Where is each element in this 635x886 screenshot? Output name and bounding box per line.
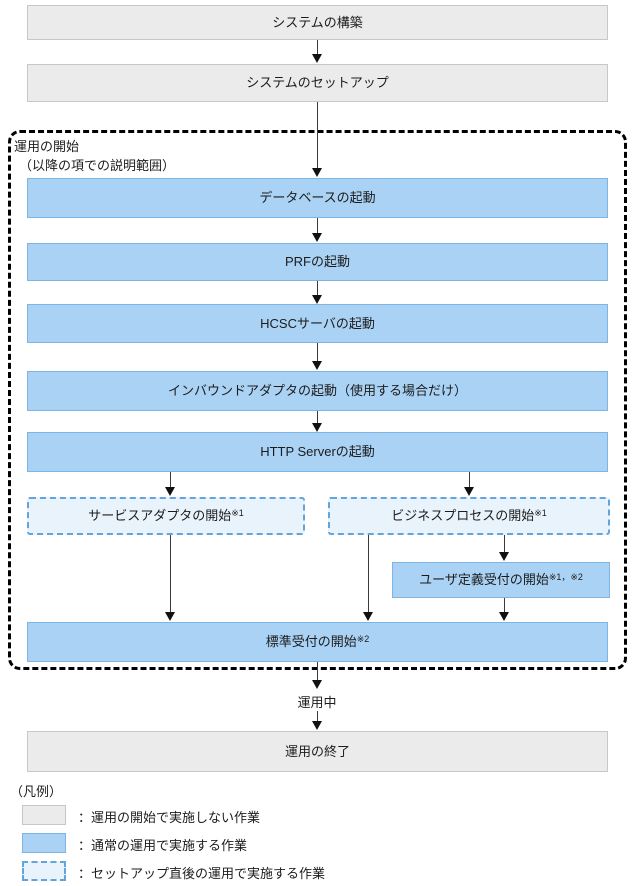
flow-box-label: HCSCサーバの起動 — [260, 315, 375, 331]
arrowhead-icon — [464, 487, 474, 496]
flow-box-label: ユーザ定義受付の開始※1，※2 — [419, 572, 583, 588]
flow-box-label: データベースの起動 — [259, 190, 376, 206]
flow-box-user-reception-start: ユーザ定義受付の開始※1，※2 — [392, 562, 610, 598]
flow-box-operation-end: 運用の終了 — [27, 731, 608, 772]
arrowhead-icon — [165, 612, 175, 621]
legend-title: （凡例） — [10, 784, 63, 799]
flow-box-label: インバウンドアダプタの起動（使用する場合だけ） — [167, 383, 467, 399]
arrowhead-icon — [165, 487, 175, 496]
flow-box-label: 標準受付の開始※2 — [265, 634, 370, 650]
flow-box-service-adapter-start: サービスアダプタの開始※1 — [27, 497, 305, 535]
connector-line — [317, 40, 318, 54]
connector-line — [317, 281, 318, 295]
operating-label: 運用中 — [277, 692, 357, 711]
flow-box-system-build: システムの構築 — [27, 5, 608, 40]
flow-box-label: HTTP Serverの起動 — [260, 444, 375, 460]
connector-line — [317, 218, 318, 233]
arrowhead-icon — [312, 54, 322, 63]
group-title: 運用の開始 — [14, 139, 80, 154]
legend-swatch-dashed-blue — [22, 861, 66, 881]
arrowhead-icon — [312, 423, 322, 432]
arrowhead-icon — [499, 612, 509, 621]
connector-line — [317, 411, 318, 423]
arrowhead-icon — [312, 233, 322, 242]
note-ref: ※1，※2 — [548, 572, 583, 583]
arrowhead-icon — [499, 552, 509, 561]
legend-item-label: ：通常の運用で実施する作業 — [78, 838, 248, 853]
connector-line — [317, 343, 318, 361]
arrowhead-icon — [363, 612, 373, 621]
flow-box-hcsc-start: HCSCサーバの起動 — [27, 304, 608, 343]
flow-box-label: PRFの起動 — [284, 254, 350, 270]
flow-box-prf-start: PRFの起動 — [27, 243, 608, 281]
connector-line — [170, 472, 171, 487]
flow-box-label: システムのセットアップ — [246, 75, 389, 91]
arrowhead-icon — [312, 721, 322, 730]
flow-box-label: 運用の終了 — [284, 743, 350, 759]
flow-box-system-setup: システムのセットアップ — [27, 64, 608, 102]
connector-line — [317, 102, 318, 168]
connector-line — [170, 535, 171, 612]
note-ref: ※1 — [534, 508, 547, 519]
arrowhead-icon — [312, 361, 322, 370]
group-subtitle: （以降の項での説明範囲） — [19, 158, 176, 173]
legend-item-label: ：セットアップ直後の運用で実施する作業 — [78, 866, 326, 881]
flow-box-label: ビジネスプロセスの開始※1 — [391, 508, 547, 524]
connector-line — [469, 472, 470, 487]
connector-line — [504, 598, 505, 612]
note-ref: ※2 — [356, 634, 370, 645]
legend-swatch-gray — [22, 805, 66, 825]
connector-line — [317, 662, 318, 680]
flow-box-label: システムの構築 — [272, 14, 363, 30]
flow-box-standard-reception-start: 標準受付の開始※2 — [27, 622, 608, 662]
flow-box-http-start: HTTP Serverの起動 — [27, 432, 608, 472]
connector-line — [504, 535, 505, 552]
connector-line — [368, 535, 369, 612]
connector-line — [317, 711, 318, 721]
flow-box-business-process-start: ビジネスプロセスの開始※1 — [328, 497, 610, 535]
arrowhead-icon — [312, 168, 322, 177]
arrowhead-icon — [312, 680, 322, 689]
note-ref: ※1 — [231, 508, 244, 519]
flow-box-db-start: データベースの起動 — [27, 178, 608, 218]
legend-swatch-blue — [22, 833, 66, 853]
legend-item-label: ：運用の開始で実施しない作業 — [78, 810, 261, 825]
flow-box-label: サービスアダプタの開始※1 — [88, 508, 244, 524]
flow-box-inbound-start: インバウンドアダプタの起動（使用する場合だけ） — [27, 371, 608, 411]
arrowhead-icon — [312, 295, 322, 304]
